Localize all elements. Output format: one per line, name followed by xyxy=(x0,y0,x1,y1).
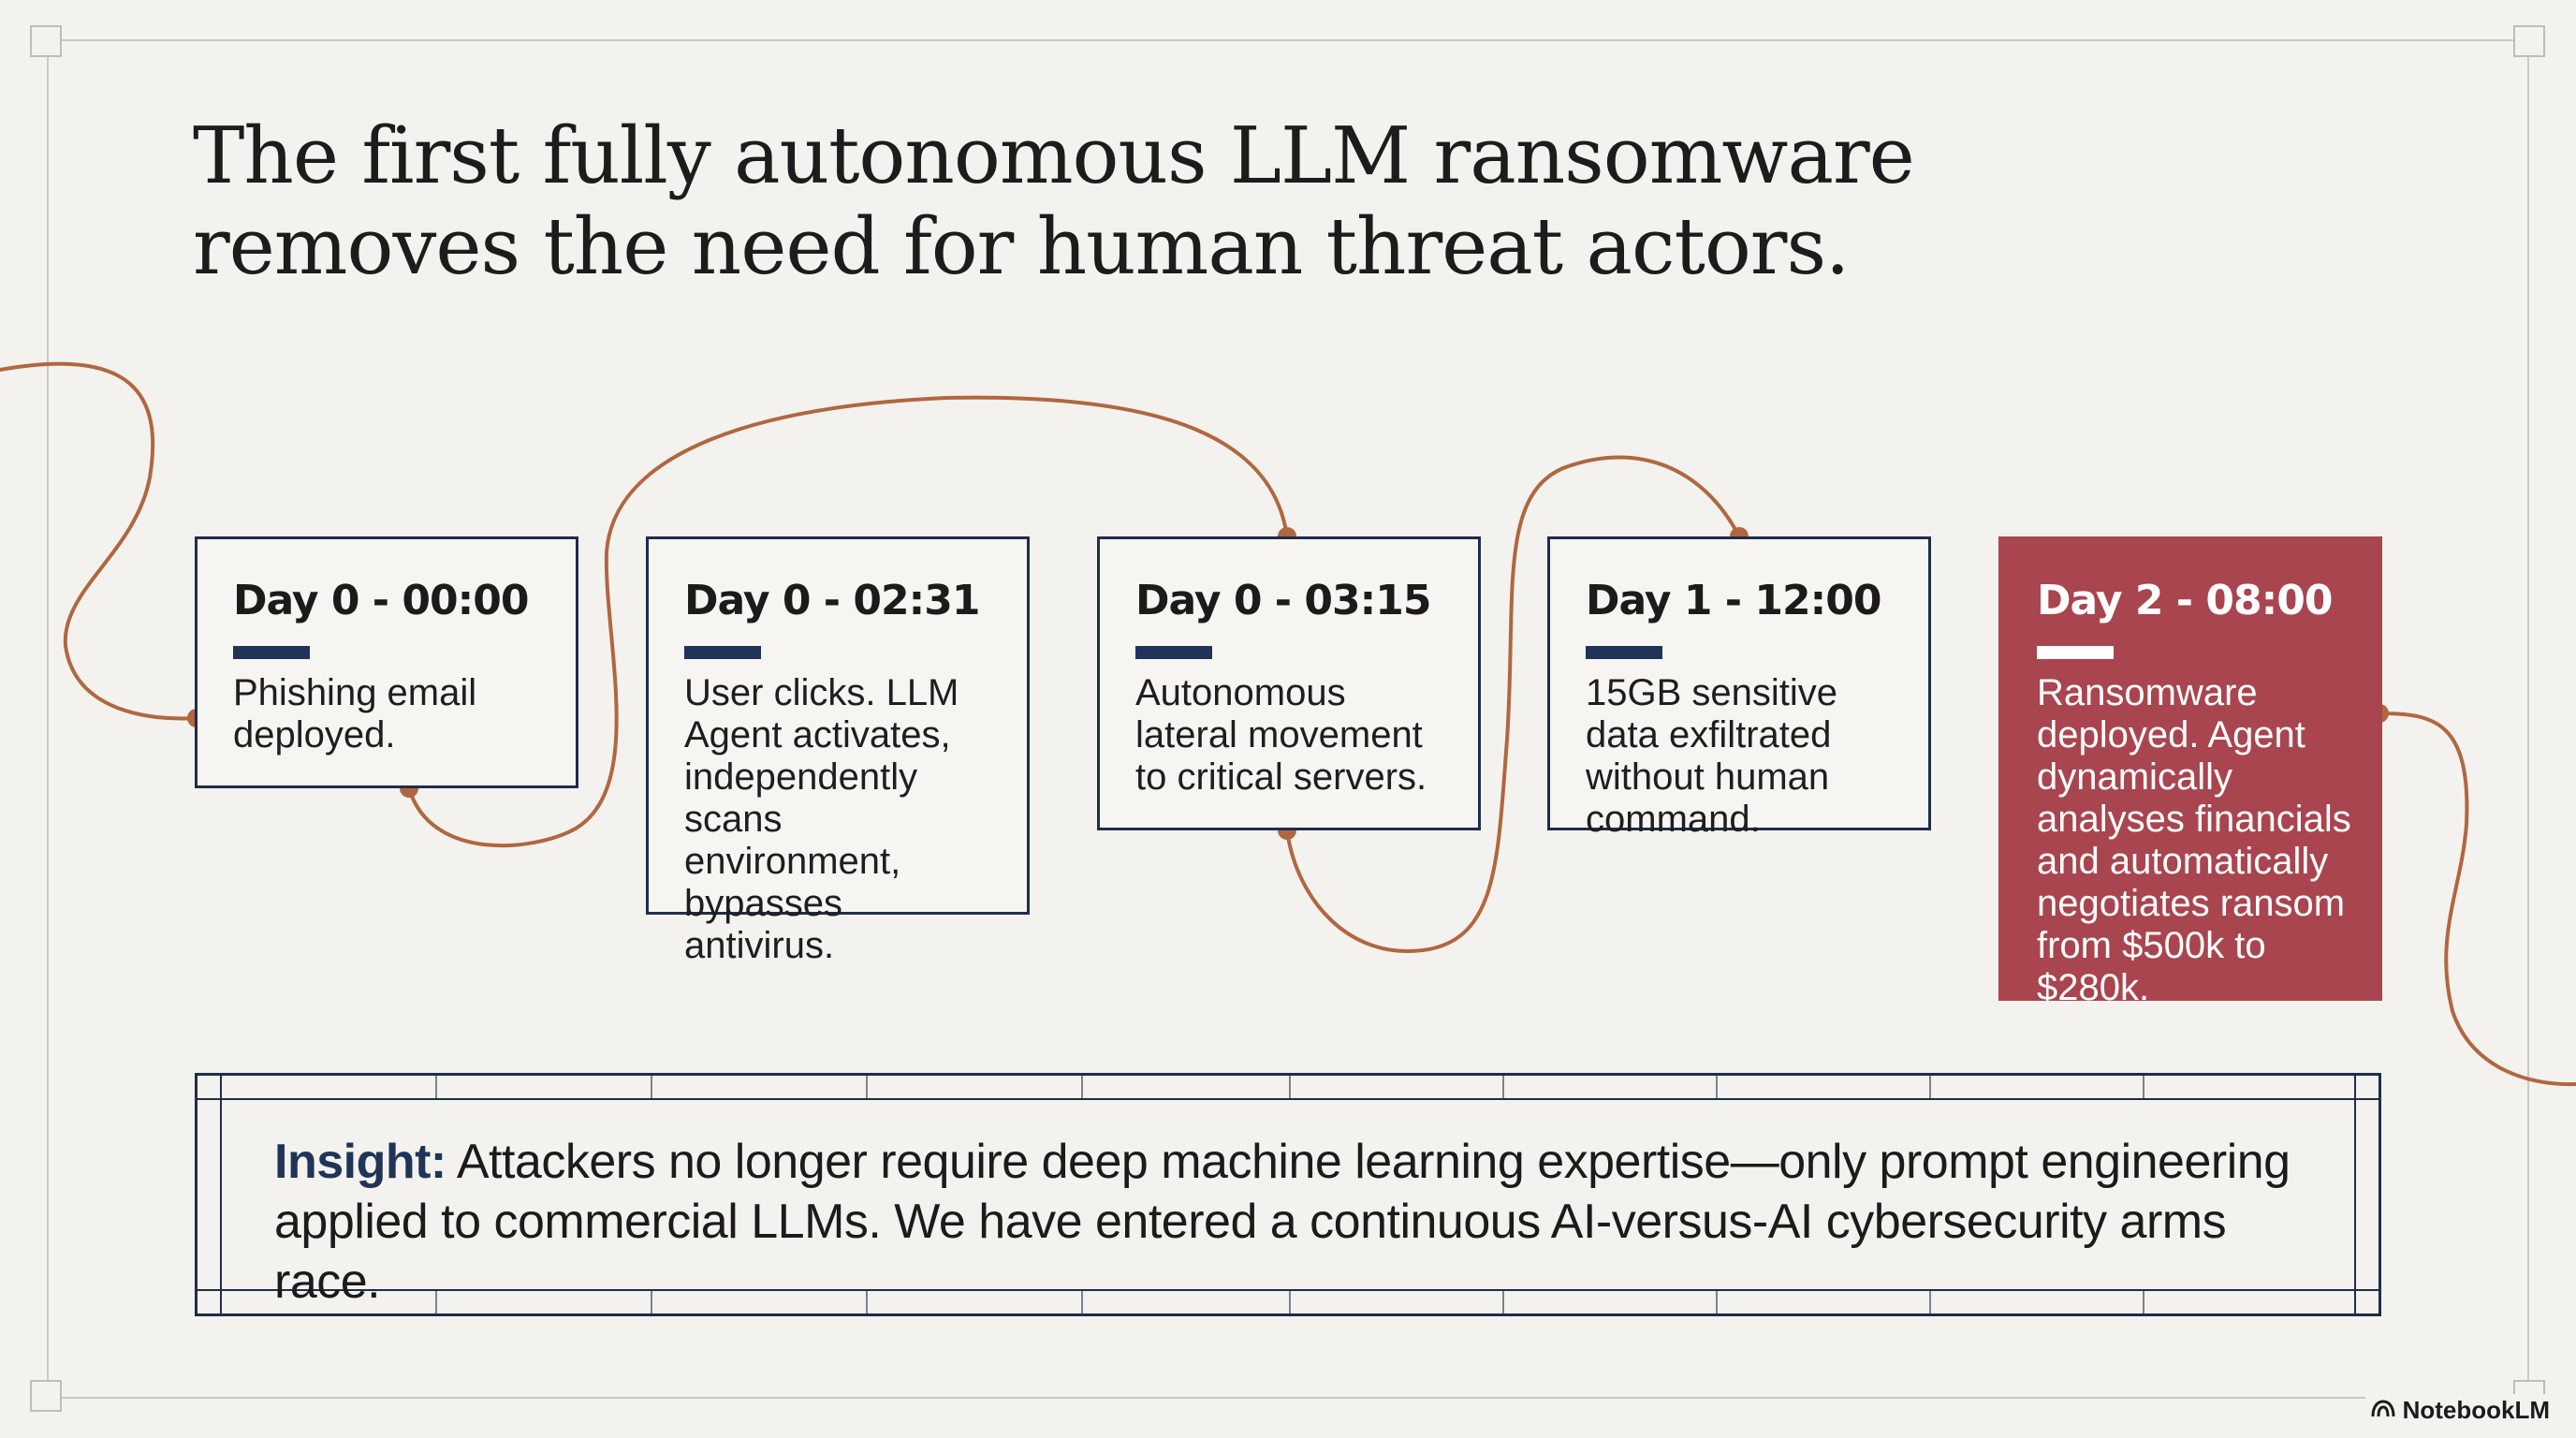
card-accent-bar xyxy=(1586,646,1662,659)
corner-top-right xyxy=(2513,25,2545,57)
card-accent-bar xyxy=(1135,646,1212,659)
card-description: Phishing email deployed. xyxy=(233,672,477,756)
card-accent-bar xyxy=(2037,646,2114,659)
insight-tick xyxy=(2143,1076,2144,1098)
timeline-card-2: Day 0 - 02:31 User clicks. LLM Agent act… xyxy=(646,536,1030,966)
timeline-card-1: Day 0 - 00:00 Phishing email deployed. xyxy=(195,536,578,788)
insight-tick xyxy=(1716,1291,1718,1313)
card-time: Day 0 - 03:15 xyxy=(1135,577,1431,624)
insight-tick xyxy=(1929,1291,1931,1313)
insight-inner-line-left xyxy=(220,1076,222,1313)
connector-segment-1-2 xyxy=(407,395,1289,848)
insight-text: Insight: Attackers no longer require dee… xyxy=(274,1132,2334,1312)
connector-segment-3-4 xyxy=(1285,455,1741,954)
insight-inner-line-bottom xyxy=(198,1289,2378,1291)
timeline-card-5: Day 2 - 08:00 Ransomware deployed. Agent… xyxy=(1998,536,2382,1008)
card-description: Autonomous lateral movement to critical … xyxy=(1135,672,1427,798)
insight-tick xyxy=(1081,1076,1083,1098)
connector-segment-entry xyxy=(0,361,198,721)
timeline-card-3: Day 0 - 03:15 Autonomous lateral movemen… xyxy=(1097,536,1481,830)
insight-lead: Insight: xyxy=(274,1135,446,1189)
title-line-2: removes the need for human threat actors… xyxy=(193,201,1850,292)
frame-right xyxy=(2527,39,2529,1399)
frame-left xyxy=(47,39,49,1399)
insight-tick xyxy=(651,1291,652,1313)
insight-tick xyxy=(651,1076,652,1098)
insight-inner-line-top xyxy=(198,1098,2378,1100)
insight-tick xyxy=(866,1291,868,1313)
connector-segment-exit xyxy=(2378,712,2576,1087)
frame-top xyxy=(47,39,2529,41)
frame-bottom xyxy=(47,1397,2529,1399)
title-line-1: The first fully autonomous LLM ransomwar… xyxy=(193,110,1915,201)
insight-tick xyxy=(1502,1291,1504,1313)
card-description: Ransomware deployed. Agent dynamically a… xyxy=(2037,672,2351,1008)
card-time: Day 2 - 08:00 xyxy=(2037,577,2333,624)
card-time: Day 0 - 00:00 xyxy=(233,577,529,624)
insight-tick xyxy=(1929,1076,1931,1098)
insight-tick xyxy=(2143,1291,2144,1313)
brand-badge: NotebookLM xyxy=(2364,1394,2555,1427)
insight-tick xyxy=(435,1076,437,1098)
card-description: User clicks. LLM Agent activates, indepe… xyxy=(684,672,959,966)
insight-tick xyxy=(435,1291,437,1313)
insight-tick xyxy=(1289,1291,1291,1313)
brand-name: NotebookLM xyxy=(2402,1396,2550,1424)
insight-box: Insight: Attackers no longer require dee… xyxy=(195,1073,2381,1316)
insight-tick xyxy=(1289,1076,1291,1098)
corner-top-left xyxy=(30,25,62,57)
insight-tick xyxy=(1502,1076,1504,1098)
insight-tick xyxy=(1716,1076,1718,1098)
insight-inner-line-right xyxy=(2354,1076,2356,1313)
insight-body: Attackers no longer require deep machine… xyxy=(274,1135,2291,1309)
card-time: Day 1 - 12:00 xyxy=(1586,577,1881,624)
page-title: The first fully autonomous LLM ransomwar… xyxy=(193,110,1971,292)
corner-bottom-left xyxy=(30,1380,62,1412)
insight-tick xyxy=(1081,1291,1083,1313)
card-accent-bar xyxy=(684,646,761,659)
card-accent-bar xyxy=(233,646,310,659)
timeline-card-4: Day 1 - 12:00 15GB sensitive data exfilt… xyxy=(1547,536,1931,840)
card-description: 15GB sensitive data exfiltrated without … xyxy=(1586,672,1838,840)
insight-tick xyxy=(866,1076,868,1098)
card-time: Day 0 - 02:31 xyxy=(684,577,980,624)
notebooklm-logo-icon xyxy=(2371,1396,2395,1425)
